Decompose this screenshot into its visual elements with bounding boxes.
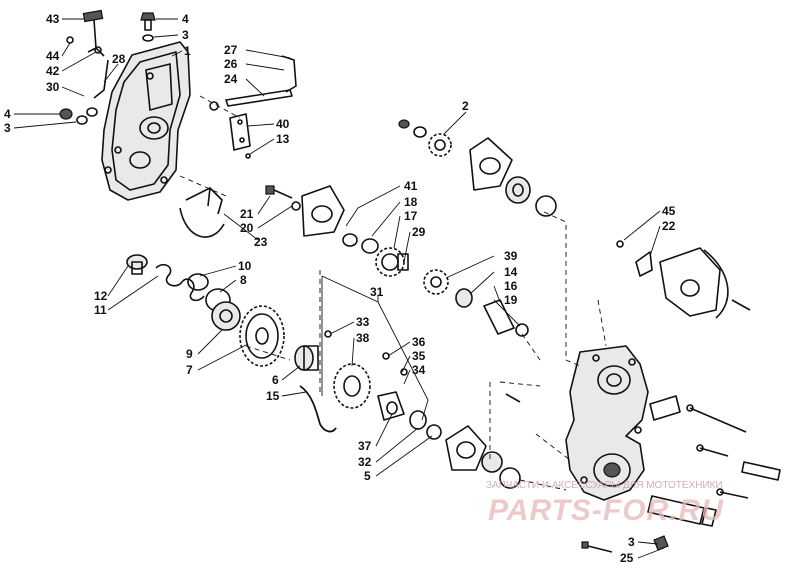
- callout-32: 32: [358, 455, 372, 469]
- callout-3-bottom: 3: [628, 535, 635, 549]
- callout-16: 16: [504, 279, 518, 293]
- callout-6: 6: [272, 373, 279, 387]
- callout-9: 9: [186, 347, 193, 361]
- callout-13: 13: [276, 132, 290, 146]
- callout-37: 37: [358, 439, 372, 453]
- gearcase-bolts: [505, 393, 749, 553]
- callout-15: 15: [266, 389, 280, 403]
- output-shafts: [647, 461, 781, 527]
- callout-36: 36: [412, 335, 426, 349]
- callout-25: 25: [620, 551, 634, 565]
- side-cover: [616, 240, 751, 319]
- assembly-lines: [179, 95, 607, 491]
- callout-11: 11: [94, 303, 107, 317]
- callout-44: 44: [46, 49, 60, 63]
- callout-30: 30: [46, 80, 60, 94]
- watermark-caption: ЗАПЧАСТИ И АКСЕССУАРЫ ДЛЯ МОТОТЕХНИКИ: [486, 480, 723, 491]
- sprocket-17: [375, 247, 409, 277]
- callout-4-left: 4: [4, 107, 11, 121]
- callout-45: 45: [662, 204, 676, 218]
- lower-sprocket-assembly: [423, 269, 529, 337]
- mount-bracket: [229, 113, 251, 159]
- callout-23: 23: [254, 235, 268, 249]
- callout-5: 5: [364, 469, 371, 483]
- tension-spring: [126, 254, 205, 302]
- callout-38: 38: [356, 331, 370, 345]
- callout-1: 1: [184, 44, 191, 58]
- callout-12: 12: [94, 289, 108, 303]
- callout-39: 39: [504, 249, 518, 263]
- callout-3-left: 3: [4, 121, 11, 135]
- callout-20: 20: [240, 221, 254, 235]
- reverse-shaft: [209, 55, 297, 111]
- callout-27: 27: [224, 43, 238, 57]
- watermark-brand: PARTS-FOR.RU: [488, 494, 724, 527]
- callout-7: 7: [186, 363, 193, 377]
- drive-case-cover: [101, 41, 191, 201]
- callout-28: 28: [112, 52, 126, 66]
- callout-34: 34: [412, 363, 426, 377]
- bearing-cup: [301, 185, 379, 254]
- spring-clip: [179, 187, 225, 238]
- callout-42: 42: [46, 64, 60, 78]
- drive-chain: [299, 385, 337, 433]
- callout-4-top: 4: [182, 12, 189, 26]
- leader-lines: [13, 18, 665, 559]
- callout-19: 19: [504, 293, 518, 307]
- callout-35: 35: [412, 349, 426, 363]
- tensioner-bearings: [187, 273, 241, 331]
- watermark: ЗАПЧАСТИ И АКСЕССУАРЫ ДЛЯ МОТОТЕХНИКИ PA…: [486, 480, 724, 527]
- callout-40: 40: [276, 117, 290, 131]
- callout-21: 21: [240, 207, 254, 221]
- callout-17: 17: [404, 209, 418, 223]
- callout-24: 24: [224, 72, 238, 86]
- callout-10: 10: [238, 259, 252, 273]
- callout-22: 22: [662, 219, 676, 233]
- callout-14: 14: [504, 265, 518, 279]
- callout-31: 31: [370, 285, 384, 299]
- bolt-21: [265, 185, 301, 211]
- gear-6: [294, 345, 319, 371]
- callout-2: 2: [462, 99, 469, 113]
- callout-26: 26: [224, 57, 238, 71]
- gearcase-housing: [565, 345, 681, 501]
- callout-41: 41: [404, 179, 418, 193]
- callout-3-top: 3: [182, 28, 189, 42]
- large-sprocket: [239, 305, 285, 367]
- lower-bearing-assembly: [445, 425, 521, 489]
- callout-33: 33: [356, 315, 370, 329]
- group-bracket-31: [321, 275, 429, 421]
- callout-43: 43: [46, 12, 60, 26]
- callout-8: 8: [240, 273, 247, 287]
- driven-sprocket: [324, 330, 442, 440]
- callout-numbers: 43 44 42 28 30 4 3 4 3 1 27 26 24 40 13 …: [4, 12, 676, 565]
- reverse-lever-assembly: [66, 9, 109, 117]
- upper-sprocket-assembly: [398, 119, 557, 217]
- callout-18: 18: [404, 195, 418, 209]
- cover-bolt-left: [59, 108, 88, 125]
- cover-bolt-top: [140, 12, 156, 42]
- callout-29: 29: [412, 225, 426, 239]
